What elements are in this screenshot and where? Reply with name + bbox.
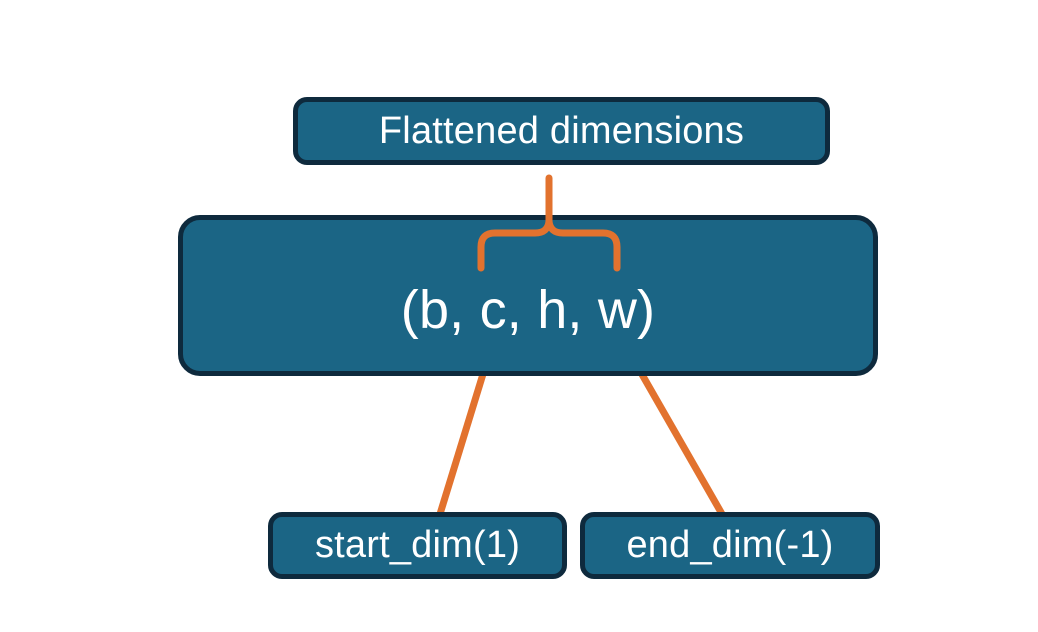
node-tensor-shape[interactable]: (b, c, h, w) xyxy=(178,215,878,376)
node-flattened-dimensions[interactable]: Flattened dimensions xyxy=(293,97,830,165)
node-end-dim-label: end_dim(-1) xyxy=(626,524,834,566)
node-start-dim-label: start_dim(1) xyxy=(314,524,521,566)
node-tensor-shape-label: (b, c, h, w) xyxy=(400,279,656,340)
node-start-dim[interactable]: start_dim(1) xyxy=(268,512,567,579)
node-flattened-dimensions-label: Flattened dimensions xyxy=(378,109,745,152)
node-end-dim[interactable]: end_dim(-1) xyxy=(580,512,880,579)
